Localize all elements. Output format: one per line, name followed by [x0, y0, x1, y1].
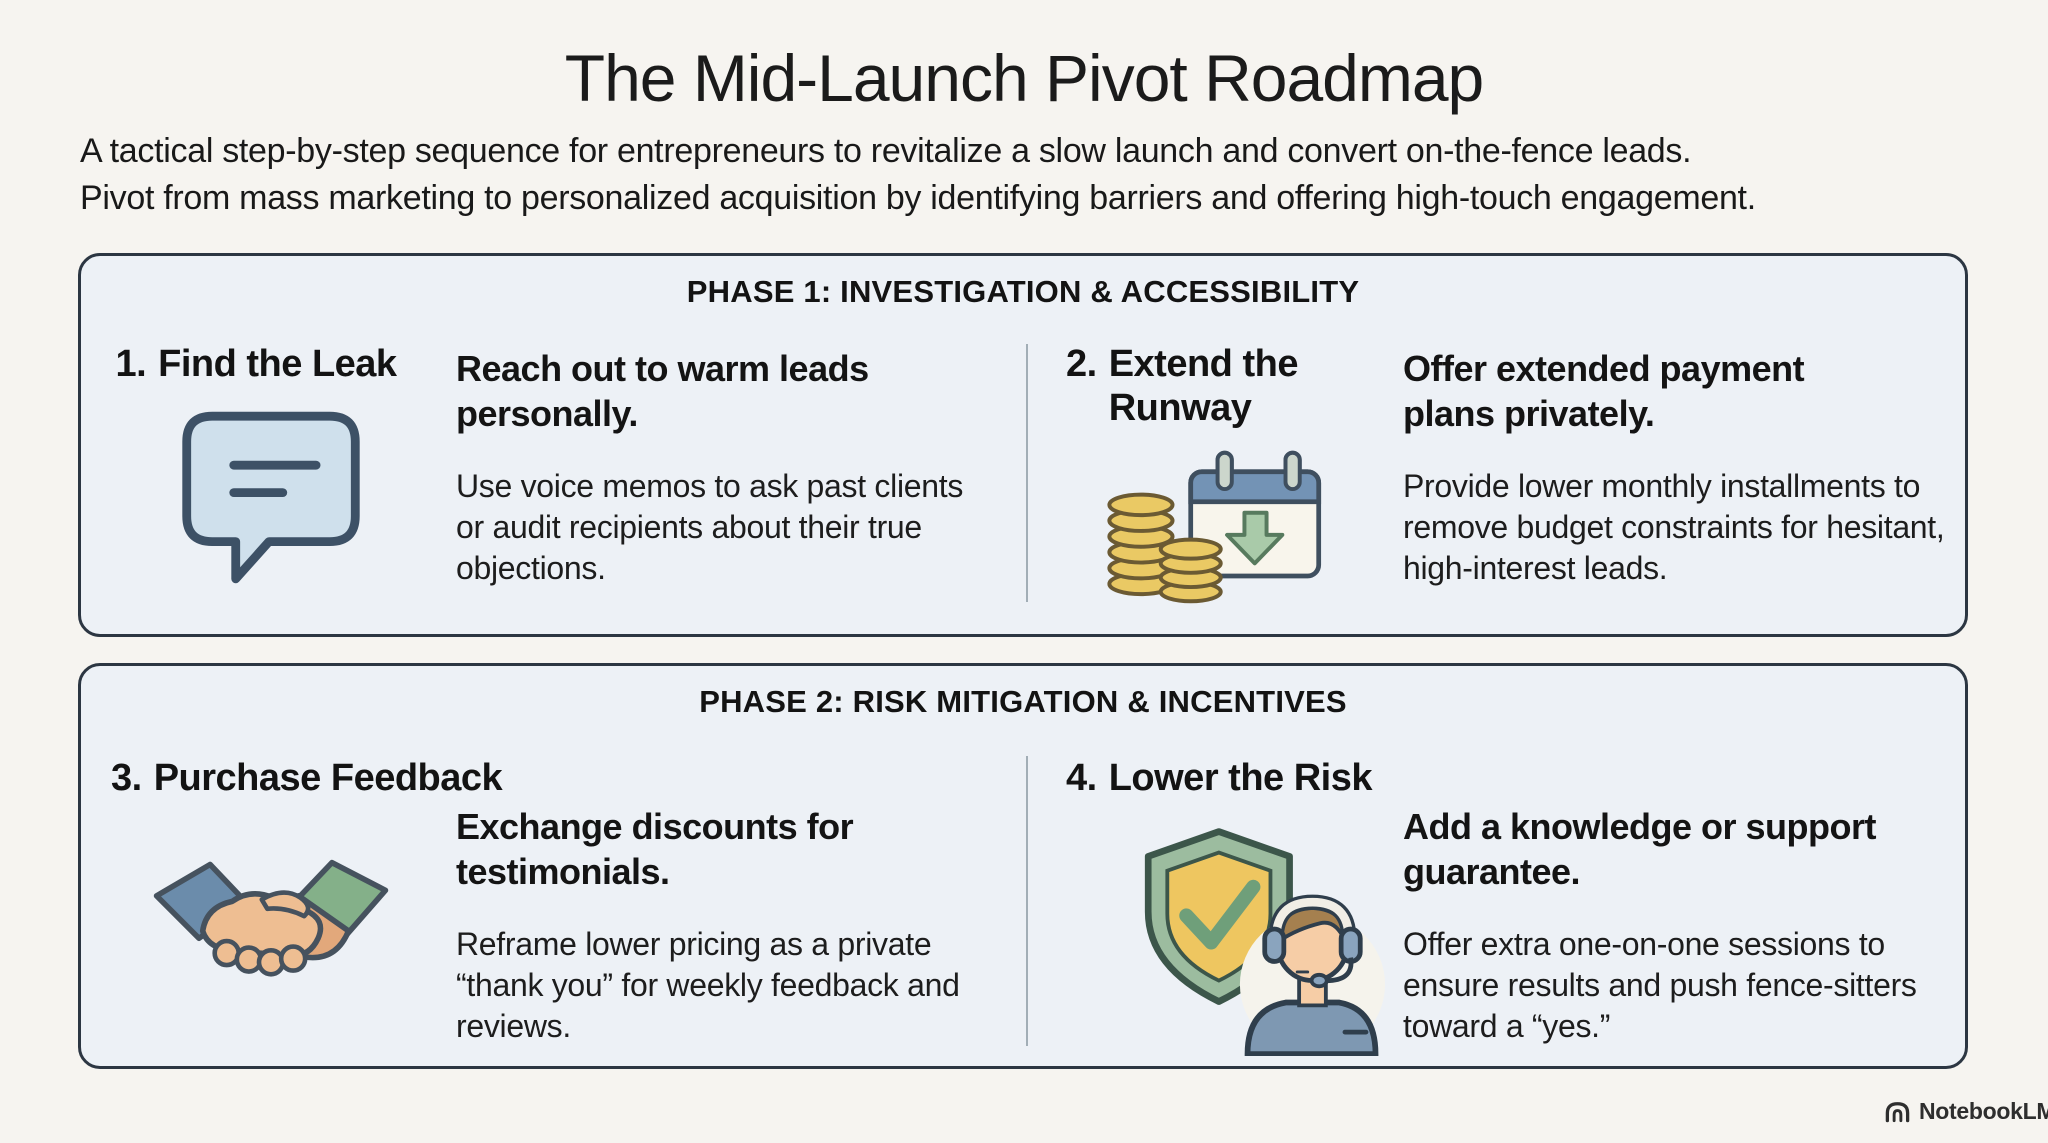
handshake-graphic — [153, 859, 389, 977]
speech-bubble-icon — [173, 398, 369, 598]
step-4-title: 4. Lower the Risk — [1066, 756, 1373, 800]
step-1-title: 1. Find the Leak — [91, 342, 421, 386]
subtitle-line-1: A tactical step-by-step sequence for ent… — [80, 132, 1692, 170]
phase-1-panel: PHASE 1: INVESTIGATION & ACCESSIBILITY 1… — [78, 253, 1968, 637]
step-2-title-text: Extend the Runway — [1108, 343, 1299, 429]
step-2-title: 2. Extend the Runway — [1066, 342, 1344, 430]
step-2-number: 2. — [1066, 343, 1097, 385]
step-2-text-block: Offer extended payment plans privately. … — [1403, 346, 1968, 589]
step-4-title-text: Lower the Risk — [1108, 757, 1373, 799]
watermark-label: NotebookLM — [1919, 1098, 2048, 1124]
step-3-body: Reframe lower pricing as a private “than… — [456, 926, 960, 1044]
step-4-heading: Add a knowledge or support guarantee. — [1403, 806, 1877, 892]
step-3-title-text: Purchase Feedback — [153, 757, 503, 799]
step-3-number: 3. — [111, 757, 142, 799]
step-1-title-text: Find the Leak — [158, 343, 397, 385]
step-1-body: Use voice memos to ask past clients or a… — [456, 468, 964, 586]
shield-support-icon — [1121, 822, 1397, 1056]
phase-1-header: PHASE 1: INVESTIGATION & ACCESSIBILITY — [686, 274, 1360, 309]
notebooklm-watermark: NotebookLM — [1884, 1098, 2048, 1125]
step-1-text-block: Reach out to warm leads personally. Use … — [456, 346, 1011, 589]
step-4-body: Offer extra one-on-one sessions to ensur… — [1403, 926, 1917, 1044]
phase-1-column-divider — [1026, 344, 1028, 602]
phase-2-header: PHASE 2: RISK MITIGATION & INCENTIVES — [699, 684, 1347, 719]
handshake-icon — [151, 842, 391, 1018]
speech-bubble-graphic — [182, 411, 360, 584]
page-subtitle: A tactical step-by-step sequence for ent… — [80, 128, 1990, 222]
step-1-number: 1. — [115, 343, 147, 385]
step-3-text-block: Exchange discounts for testimonials. Ref… — [456, 804, 1016, 1047]
phase-2-panel: PHASE 2: RISK MITIGATION & INCENTIVES 3.… — [78, 663, 1968, 1069]
coins-calendar-graphic — [1107, 450, 1322, 604]
step-1-heading: Reach out to warm leads personally. — [456, 348, 869, 434]
step-4-text-block: Add a knowledge or support guarantee. Of… — [1403, 804, 1968, 1047]
shield-support-graphic — [1144, 828, 1386, 1056]
notebooklm-logo-icon — [1885, 1102, 1910, 1123]
step-3-title: 3. Purchase Feedback — [111, 756, 503, 800]
step-2-heading: Offer extended payment plans privately. — [1403, 348, 1805, 434]
step-3-heading: Exchange discounts for testimonials. — [456, 806, 854, 892]
phase-2-column-divider — [1026, 756, 1028, 1046]
subtitle-line-2: Pivot from mass marketing to personalize… — [80, 179, 1756, 217]
step-2-body: Provide lower monthly installments to re… — [1403, 468, 1945, 586]
coins-calendar-icon — [1096, 448, 1336, 606]
page-title: The Mid-Launch Pivot Roadmap — [564, 41, 1485, 115]
step-4-number: 4. — [1066, 757, 1097, 799]
